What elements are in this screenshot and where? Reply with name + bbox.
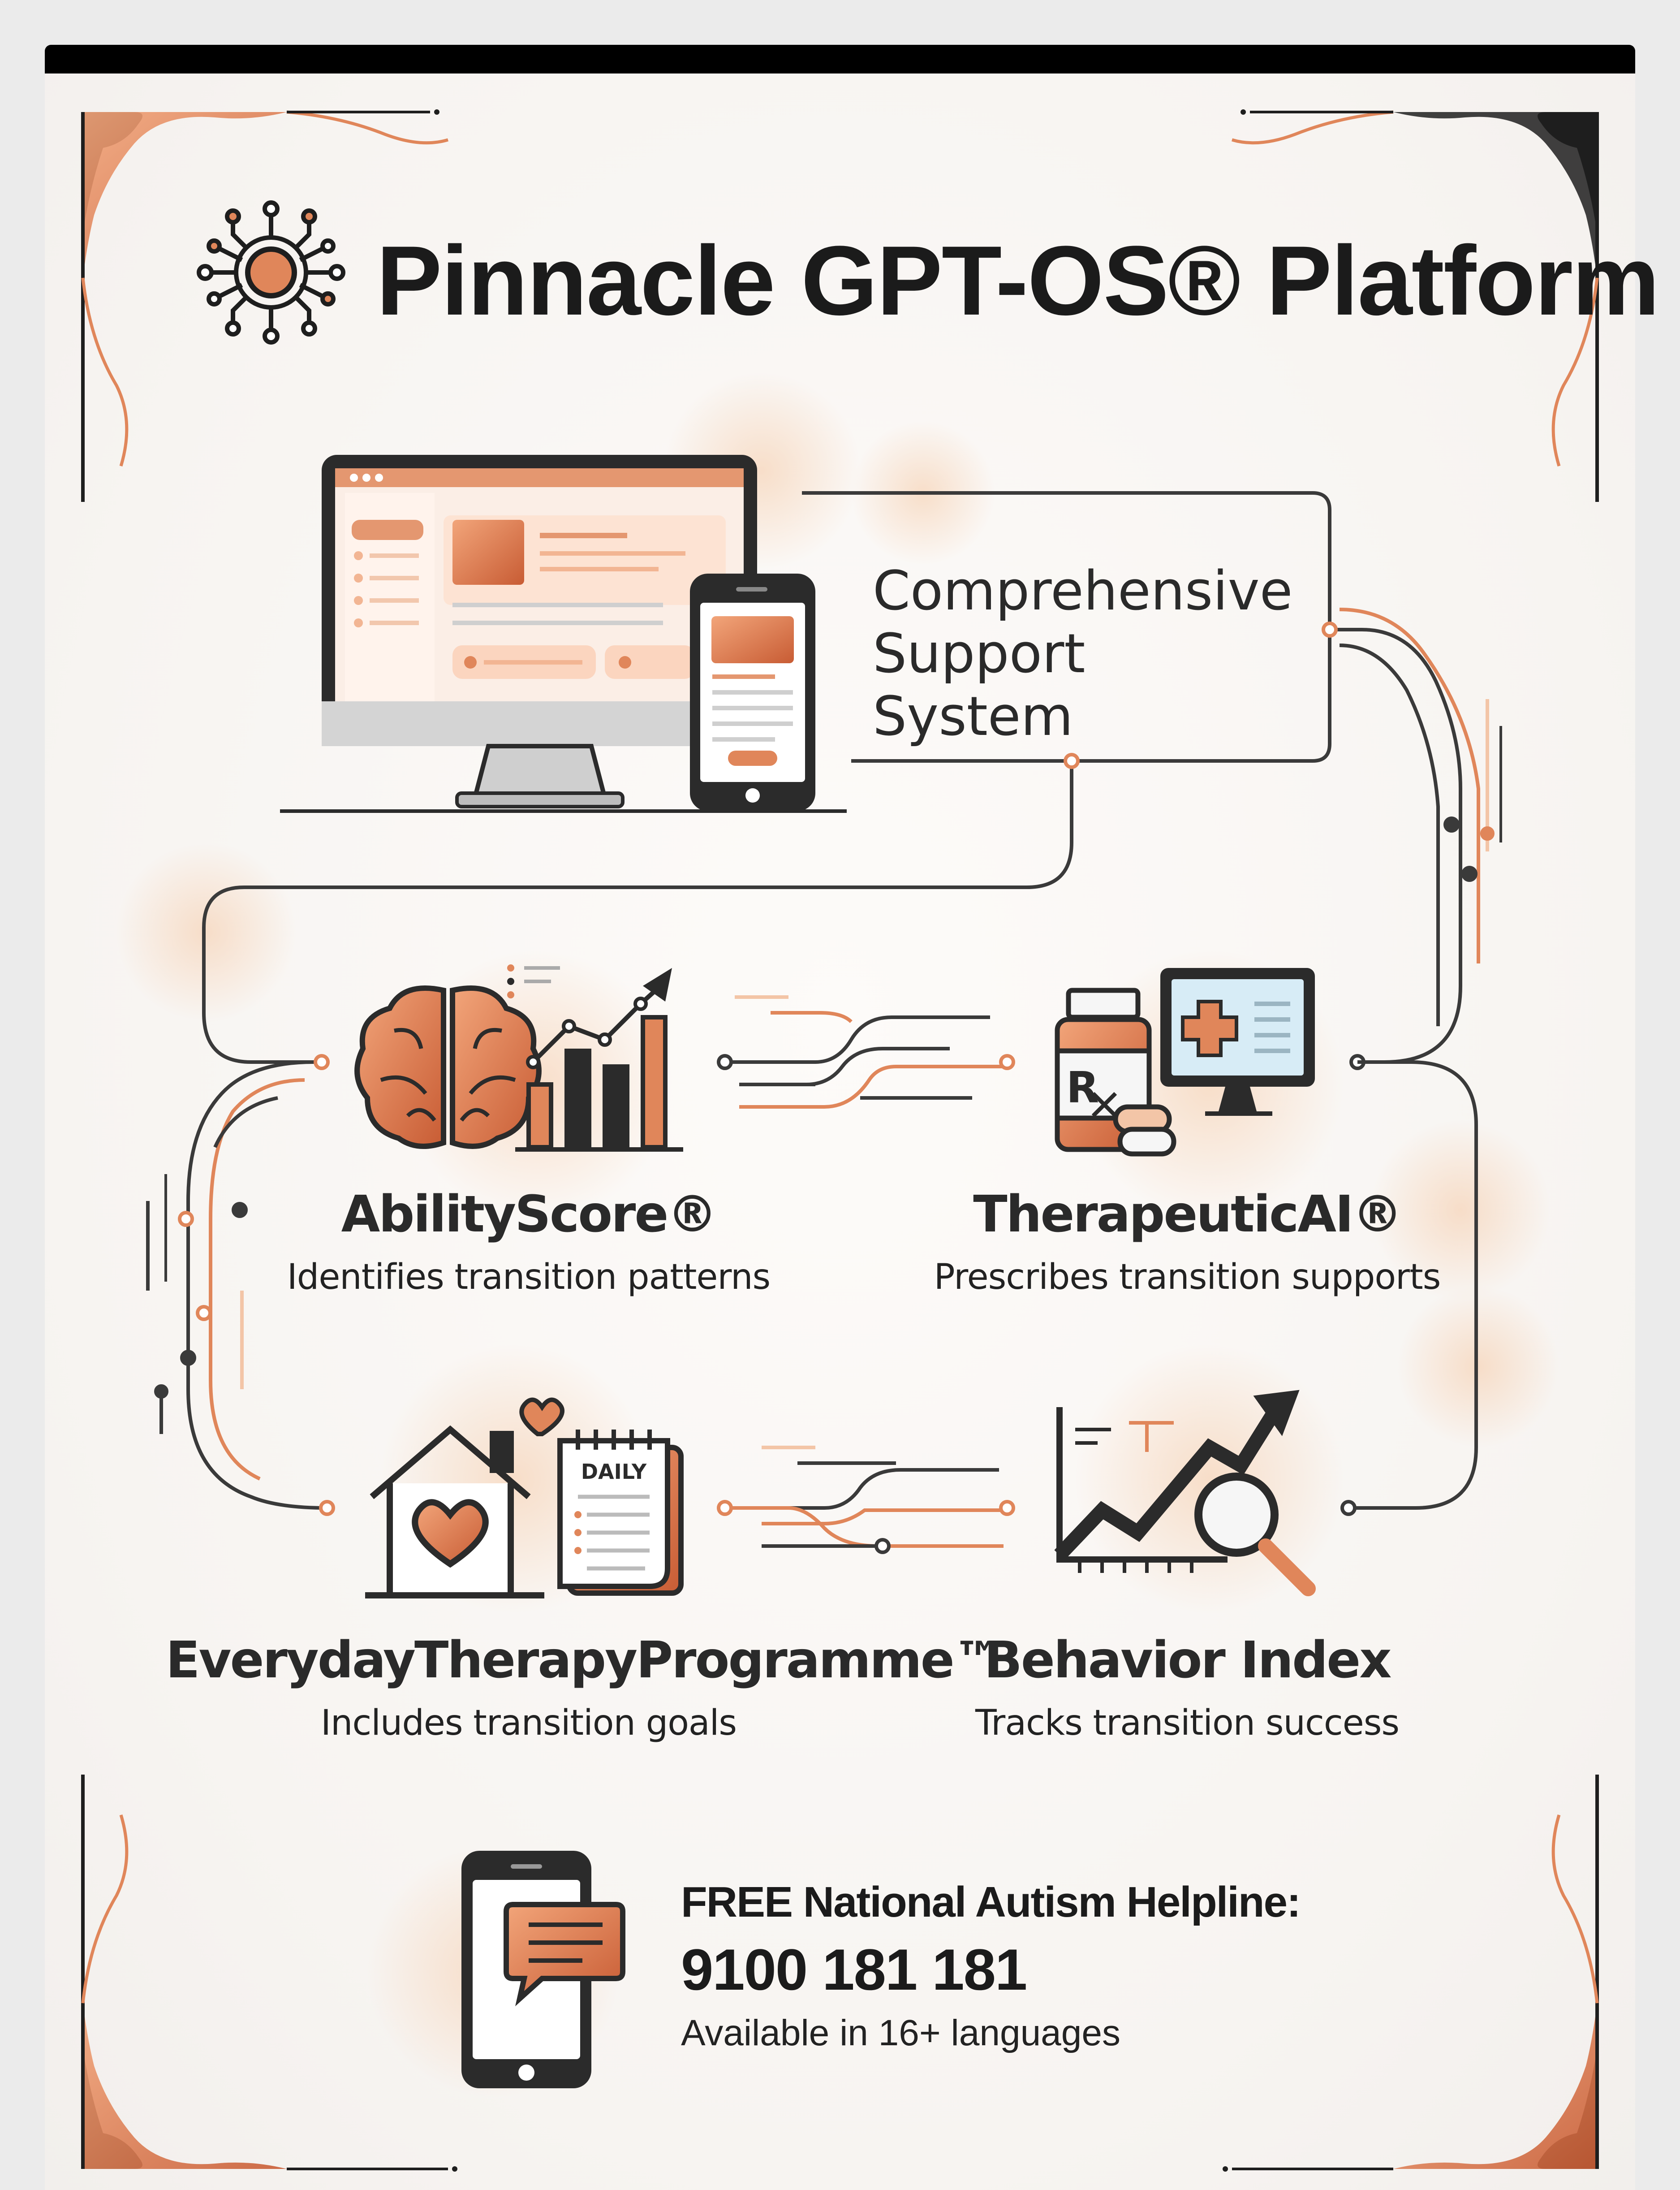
corner-ornament-bottom-right bbox=[1223, 1775, 1599, 2172]
daily-planner-icon: DAILY bbox=[557, 1430, 684, 1596]
therapeutic-ai-title: TherapeuticAI® bbox=[973, 1185, 1402, 1244]
trend-chart-icon bbox=[1054, 1390, 1300, 1573]
everyday-therapy-desc: Includes transition goals bbox=[320, 1703, 737, 1743]
svg-text:R: R bbox=[1066, 1063, 1099, 1113]
pill-bottle-icon: R bbox=[1055, 988, 1176, 1157]
desktop-monitor-icon bbox=[280, 455, 847, 813]
medical-monitor-icon bbox=[1160, 968, 1315, 1116]
page-title: Pinnacle GPT-OS® Platform bbox=[376, 225, 1660, 336]
system-label-line-2: Support System bbox=[873, 623, 1086, 748]
corner-ornament-top-left bbox=[81, 109, 449, 502]
connector-lines bbox=[146, 608, 1502, 1554]
ability-score-title: AbilityScore® bbox=[341, 1185, 718, 1244]
helpline-number[interactable]: 9100 181 181 bbox=[681, 1937, 1027, 2002]
smartphone-icon bbox=[690, 574, 815, 811]
house-heart-icon bbox=[365, 1397, 564, 1598]
everyday-therapy-title: EverydayTherapyProgramme™ bbox=[166, 1631, 1004, 1689]
top-bar bbox=[45, 45, 1635, 73]
chat-phone-icon bbox=[461, 1851, 625, 2088]
ability-score-desc: Identifies transition patterns bbox=[287, 1257, 771, 1297]
behavior-index-desc: Tracks transition success bbox=[975, 1703, 1400, 1743]
magnifier-icon bbox=[1194, 1473, 1316, 1596]
bar-chart-icon bbox=[507, 964, 683, 1152]
corner-ornament-top-right bbox=[1231, 109, 1599, 502]
network-hub-icon bbox=[197, 200, 345, 345]
therapeutic-ai-desc: Prescribes transition supports bbox=[934, 1257, 1441, 1297]
helpline-label: FREE National Autism Helpline: bbox=[681, 1878, 1301, 1926]
behavior-index-title: Behavior Index bbox=[984, 1631, 1392, 1689]
system-label: Comprehensive Support System bbox=[873, 560, 1293, 748]
brain-icon bbox=[354, 985, 542, 1149]
system-label-line-1: Comprehensive bbox=[873, 560, 1293, 622]
planner-label: DAILY bbox=[581, 1460, 647, 1484]
helpline-note: Available in 16+ languages bbox=[681, 2013, 1120, 2053]
corner-ornament-bottom-left bbox=[81, 1775, 457, 2172]
